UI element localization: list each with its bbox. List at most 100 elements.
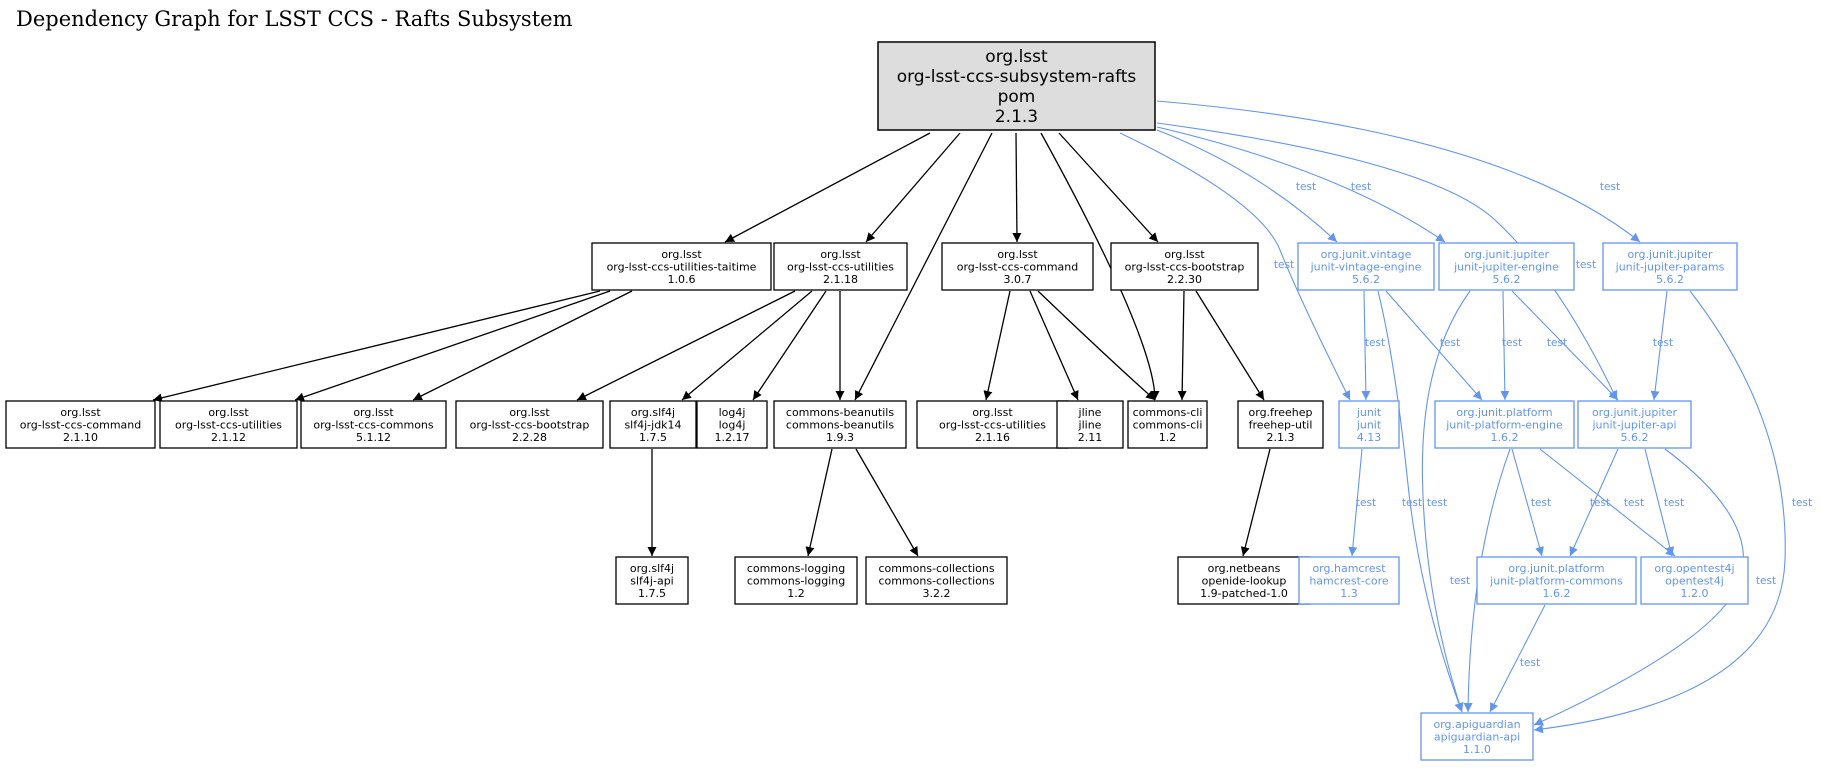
node-label-line: 2.1.18 [823,273,858,286]
node-label-line: org.hamcrest [1312,562,1386,575]
node-label-line: junit-jupiter-api [1591,418,1676,431]
node-root[interactable]: org.lsstorg-lsst-ccs-subsystem-raftspom2… [877,41,1156,131]
edge-root-to-bootstrap2230 [1058,132,1159,243]
node-label-line: org.junit.jupiter [1627,248,1713,261]
edge-command307-to-utilities2116 [983,290,1011,401]
edge-label-vintage-to-apiguardian: test [1402,497,1422,509]
node-jupiterengine[interactable]: org.junit.jupiterjunit-jupiter-engine5.6… [1438,242,1575,291]
node-platformcommons[interactable]: org.junit.platformjunit-platform-commons… [1476,556,1637,605]
node-label-line: 1.7.5 [639,431,667,444]
node-label-line: org.lsst [60,406,101,419]
node-platformengine[interactable]: org.junit.platformjunit-platform-engine1… [1434,400,1575,449]
edge-platformcommons-to-apiguardian [1489,604,1546,713]
node-taitime[interactable]: org.lsstorg-lsst-ccs-utilities-taitime1.… [591,242,772,291]
node-label-line: org.lsst [509,406,550,419]
edge-root-to-junit [1119,132,1351,401]
node-box [1127,400,1208,449]
node-label-line: 3.2.2 [923,587,951,600]
node-label-line: 4.13 [1357,431,1382,444]
node-box [1297,242,1435,291]
node-label-line: junit-jupiter-engine [1453,260,1559,273]
node-label-line: org.junit.jupiter [1464,248,1550,261]
node-label-line: org.lsst [1164,248,1205,261]
node-label-line: 1.9-patched-1.0 [1200,587,1288,600]
node-box [773,400,907,449]
node-box [1640,556,1749,605]
edge-label-jupiterparams-to-apiguardian: test [1792,497,1812,509]
edge-junit-to-hamcrest [1348,448,1363,557]
node-box [1056,400,1124,449]
edge-jupiterengine-to-platformengine [1500,290,1510,401]
edge-root-to-jupiterparams [1156,100,1641,243]
edge-command307-to-commonscli [1037,290,1156,401]
diagram-title: Dependency Graph for LSST CCS - Rafts Su… [16,7,573,31]
node-label-line: org.lsst [353,406,394,419]
node-box [1602,242,1738,291]
edge-platformengine-to-platformcommons [1511,448,1544,557]
edge-root-to-taitime [724,132,931,243]
node-label-line: apiguardian-api [1434,730,1520,743]
node-box [159,400,298,449]
node-box [1577,400,1692,449]
node-box [1298,556,1400,605]
node-box [696,400,768,449]
node-label-line: org.lsst [208,406,249,419]
edge-jupiterengine-to-apiguardian [1421,290,1471,713]
edge-taitime-to-utilities2112 [294,290,611,402]
edge-label-root-to-jupiterparams: test [1600,181,1620,193]
edge-label-jupiterengine-to-jupiterapi: test [1547,337,1567,349]
node-label-line: org-lsst-ccs-utilities [175,418,282,431]
node-label-line: org-lsst-ccs-command [957,260,1079,273]
node-label-line: 1.7.5 [638,587,666,600]
node-label-line: commons-logging [747,562,845,575]
node-label-line: junit-jupiter-params [1615,260,1725,273]
edge-label-jupiterparams-to-jupiterapi: test [1653,337,1673,349]
node-jupiterparams[interactable]: org.junit.jupiterjunit-jupiter-params5.6… [1602,242,1738,291]
edge-taitime-to-command2110 [152,290,601,403]
node-label-line: 2.1.12 [211,431,246,444]
node-collections[interactable]: commons-collectionscommons-collections3.… [865,556,1008,605]
node-label-line: openide-lookup [1202,574,1287,587]
edge-root-to-utilities2118 [865,132,961,243]
edge-platformengine-to-opentest4j [1539,448,1676,557]
edge-jupiterparams-to-apiguardian [1533,290,1786,734]
node-label-line: junit-platform-commons [1489,574,1623,587]
edge-label-vintage-to-junit: test [1365,337,1385,349]
node-label-line: org.junit.platform [1508,562,1604,575]
edge-root-to-beanutils [854,132,993,401]
node-label-line: org.lsst [820,248,861,261]
node-openide[interactable]: org.netbeansopenide-lookup1.9-patched-1.… [1177,556,1311,605]
edge-label-platformcommons-to-apiguardian: test [1520,657,1540,669]
node-box [1338,400,1400,449]
node-label-line: 2.1.10 [63,431,98,444]
node-box [1476,556,1637,605]
node-vintage[interactable]: org.junit.vintagejunit-vintage-engine5.6… [1297,242,1435,291]
node-label-line: slf4j-jdk14 [624,418,681,431]
node-label-line: 1.2.0 [1681,587,1709,600]
node-box [1438,242,1575,291]
node-box [865,556,1008,605]
